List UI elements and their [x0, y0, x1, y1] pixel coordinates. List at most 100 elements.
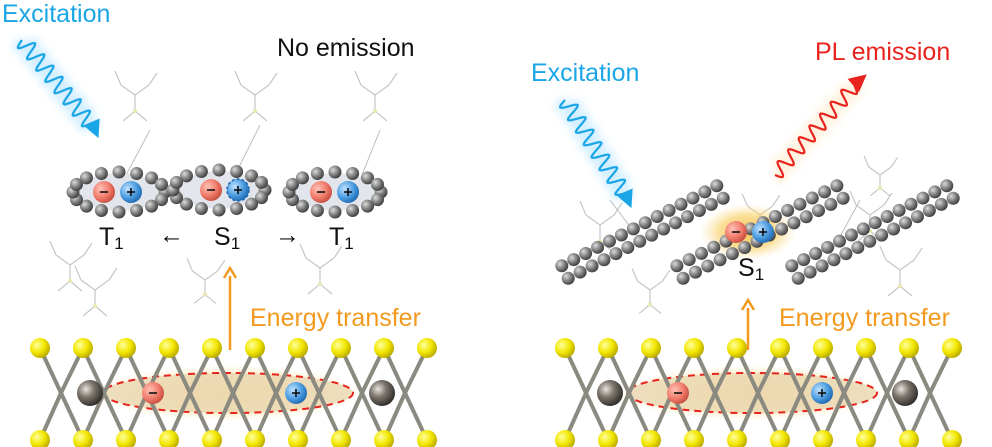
- carbon-atom: [818, 185, 832, 199]
- carbon-atom: [851, 240, 865, 254]
- carbon-atom: [812, 204, 826, 218]
- sulfur-atom: [116, 338, 136, 358]
- carbon-atom: [803, 265, 817, 279]
- carbon-atom: [676, 271, 690, 285]
- mos2-lattices: [30, 338, 962, 447]
- carbon-atom: [725, 247, 739, 261]
- left-energy-transfer-arrow-head: [222, 265, 238, 279]
- carbon-atom: [170, 175, 184, 189]
- carbon-atom: [662, 203, 676, 217]
- carbon-atom: [94, 203, 108, 217]
- carbon-atom: [602, 234, 616, 248]
- charge-carriers: [93, 178, 833, 404]
- carbon-atom: [597, 253, 611, 267]
- carbon-atom: [370, 177, 384, 191]
- carbon-atom: [130, 203, 144, 217]
- sulfur-atom: [856, 338, 876, 358]
- sulfur-atom: [727, 338, 747, 358]
- carbon-atom: [567, 253, 581, 267]
- carbon-atom: [904, 197, 918, 211]
- sulfur-atom: [598, 338, 618, 358]
- right-arrow-label: →: [275, 221, 300, 249]
- sulfur-atom: [899, 338, 919, 358]
- metal-atom: [369, 380, 395, 406]
- carbon-atom: [621, 240, 635, 254]
- left-arrow-label: ←: [159, 221, 184, 249]
- ligand-wireframe: [631, 268, 671, 314]
- metal-atom: [77, 380, 103, 406]
- ligand-wireframe: [186, 258, 226, 304]
- carbon-atom: [361, 199, 375, 213]
- carbon-atom: [212, 163, 226, 177]
- carbon-atom: [698, 185, 712, 199]
- sulfur-atom: [245, 338, 265, 358]
- carbon-atom: [738, 240, 752, 254]
- carbon-atom: [638, 216, 652, 230]
- left-state-t1-a: T1: [99, 223, 124, 253]
- sulfur-atom: [202, 338, 222, 358]
- ring-molecule: [282, 165, 388, 219]
- ligand-wireframe: [863, 155, 899, 197]
- metal-atom: [597, 380, 623, 406]
- carbon-atom: [946, 191, 960, 205]
- carbon-atom: [892, 203, 906, 217]
- pl-emission-wave: [774, 74, 867, 179]
- sulfur-atom: [555, 430, 575, 447]
- carbon-atom: [701, 259, 715, 273]
- linear-molecule: [555, 179, 730, 285]
- ligand-wireframe: [234, 70, 278, 122]
- right-energy-transfer-label: Energy transfer: [779, 304, 950, 332]
- ligand-wireframe: [299, 243, 343, 295]
- right-energy-transfer-arrow-head: [740, 297, 756, 311]
- carbon-atom: [194, 165, 208, 179]
- ligand-wireframe: [74, 265, 118, 317]
- carbon-atom: [346, 203, 360, 217]
- carbon-atom: [670, 259, 684, 273]
- metal-atom: [892, 380, 918, 406]
- sulfur-atom: [245, 430, 265, 447]
- ligand-wireframe: [354, 70, 398, 122]
- carbon-atom: [346, 167, 360, 181]
- ligand-wireframe: [49, 240, 93, 292]
- carbon-atom: [836, 191, 850, 205]
- sulfur-atom: [30, 338, 50, 358]
- sulfur-atom: [159, 430, 179, 447]
- carbon-atom: [614, 228, 628, 242]
- carbon-atom: [805, 191, 819, 205]
- carbon-atom: [875, 228, 889, 242]
- carbon-atom: [585, 259, 599, 273]
- organic-molecules: [66, 163, 960, 285]
- carbon-atom: [328, 165, 342, 179]
- sulfur-atom: [770, 338, 790, 358]
- carbon-atom: [694, 246, 708, 260]
- carbon-atom: [688, 265, 702, 279]
- carbon-atom: [716, 191, 730, 205]
- carbon-atom: [887, 222, 901, 236]
- carbon-atom: [112, 205, 126, 219]
- carbon-atom: [310, 167, 324, 181]
- ring-molecule: [66, 165, 172, 219]
- arrows-layer: [12, 37, 867, 350]
- carbon-atom: [674, 197, 688, 211]
- carbon-atom: [295, 171, 309, 185]
- sulfur-atom: [555, 338, 575, 358]
- sulfur-atom: [73, 430, 93, 447]
- sulfur-atom: [942, 430, 962, 447]
- sulfur-atom: [73, 338, 93, 358]
- sulfur-atom: [641, 430, 661, 447]
- carbon-atom: [793, 197, 807, 211]
- sulfur-atom: [942, 338, 962, 358]
- carbon-atom: [245, 197, 259, 211]
- sulfur-atom: [598, 430, 618, 447]
- carbon-atom: [799, 210, 813, 224]
- left-energy-transfer-label: Energy transfer: [250, 304, 421, 332]
- ligand-wireframe: [114, 70, 158, 122]
- carbon-atom: [797, 253, 811, 267]
- carbon-atom: [713, 253, 727, 267]
- mos2-lattice: [30, 338, 437, 447]
- carbon-atom: [916, 191, 930, 205]
- carbon-atom: [830, 179, 844, 193]
- carbon-atom: [94, 167, 108, 181]
- mos2-lattice: [555, 338, 962, 447]
